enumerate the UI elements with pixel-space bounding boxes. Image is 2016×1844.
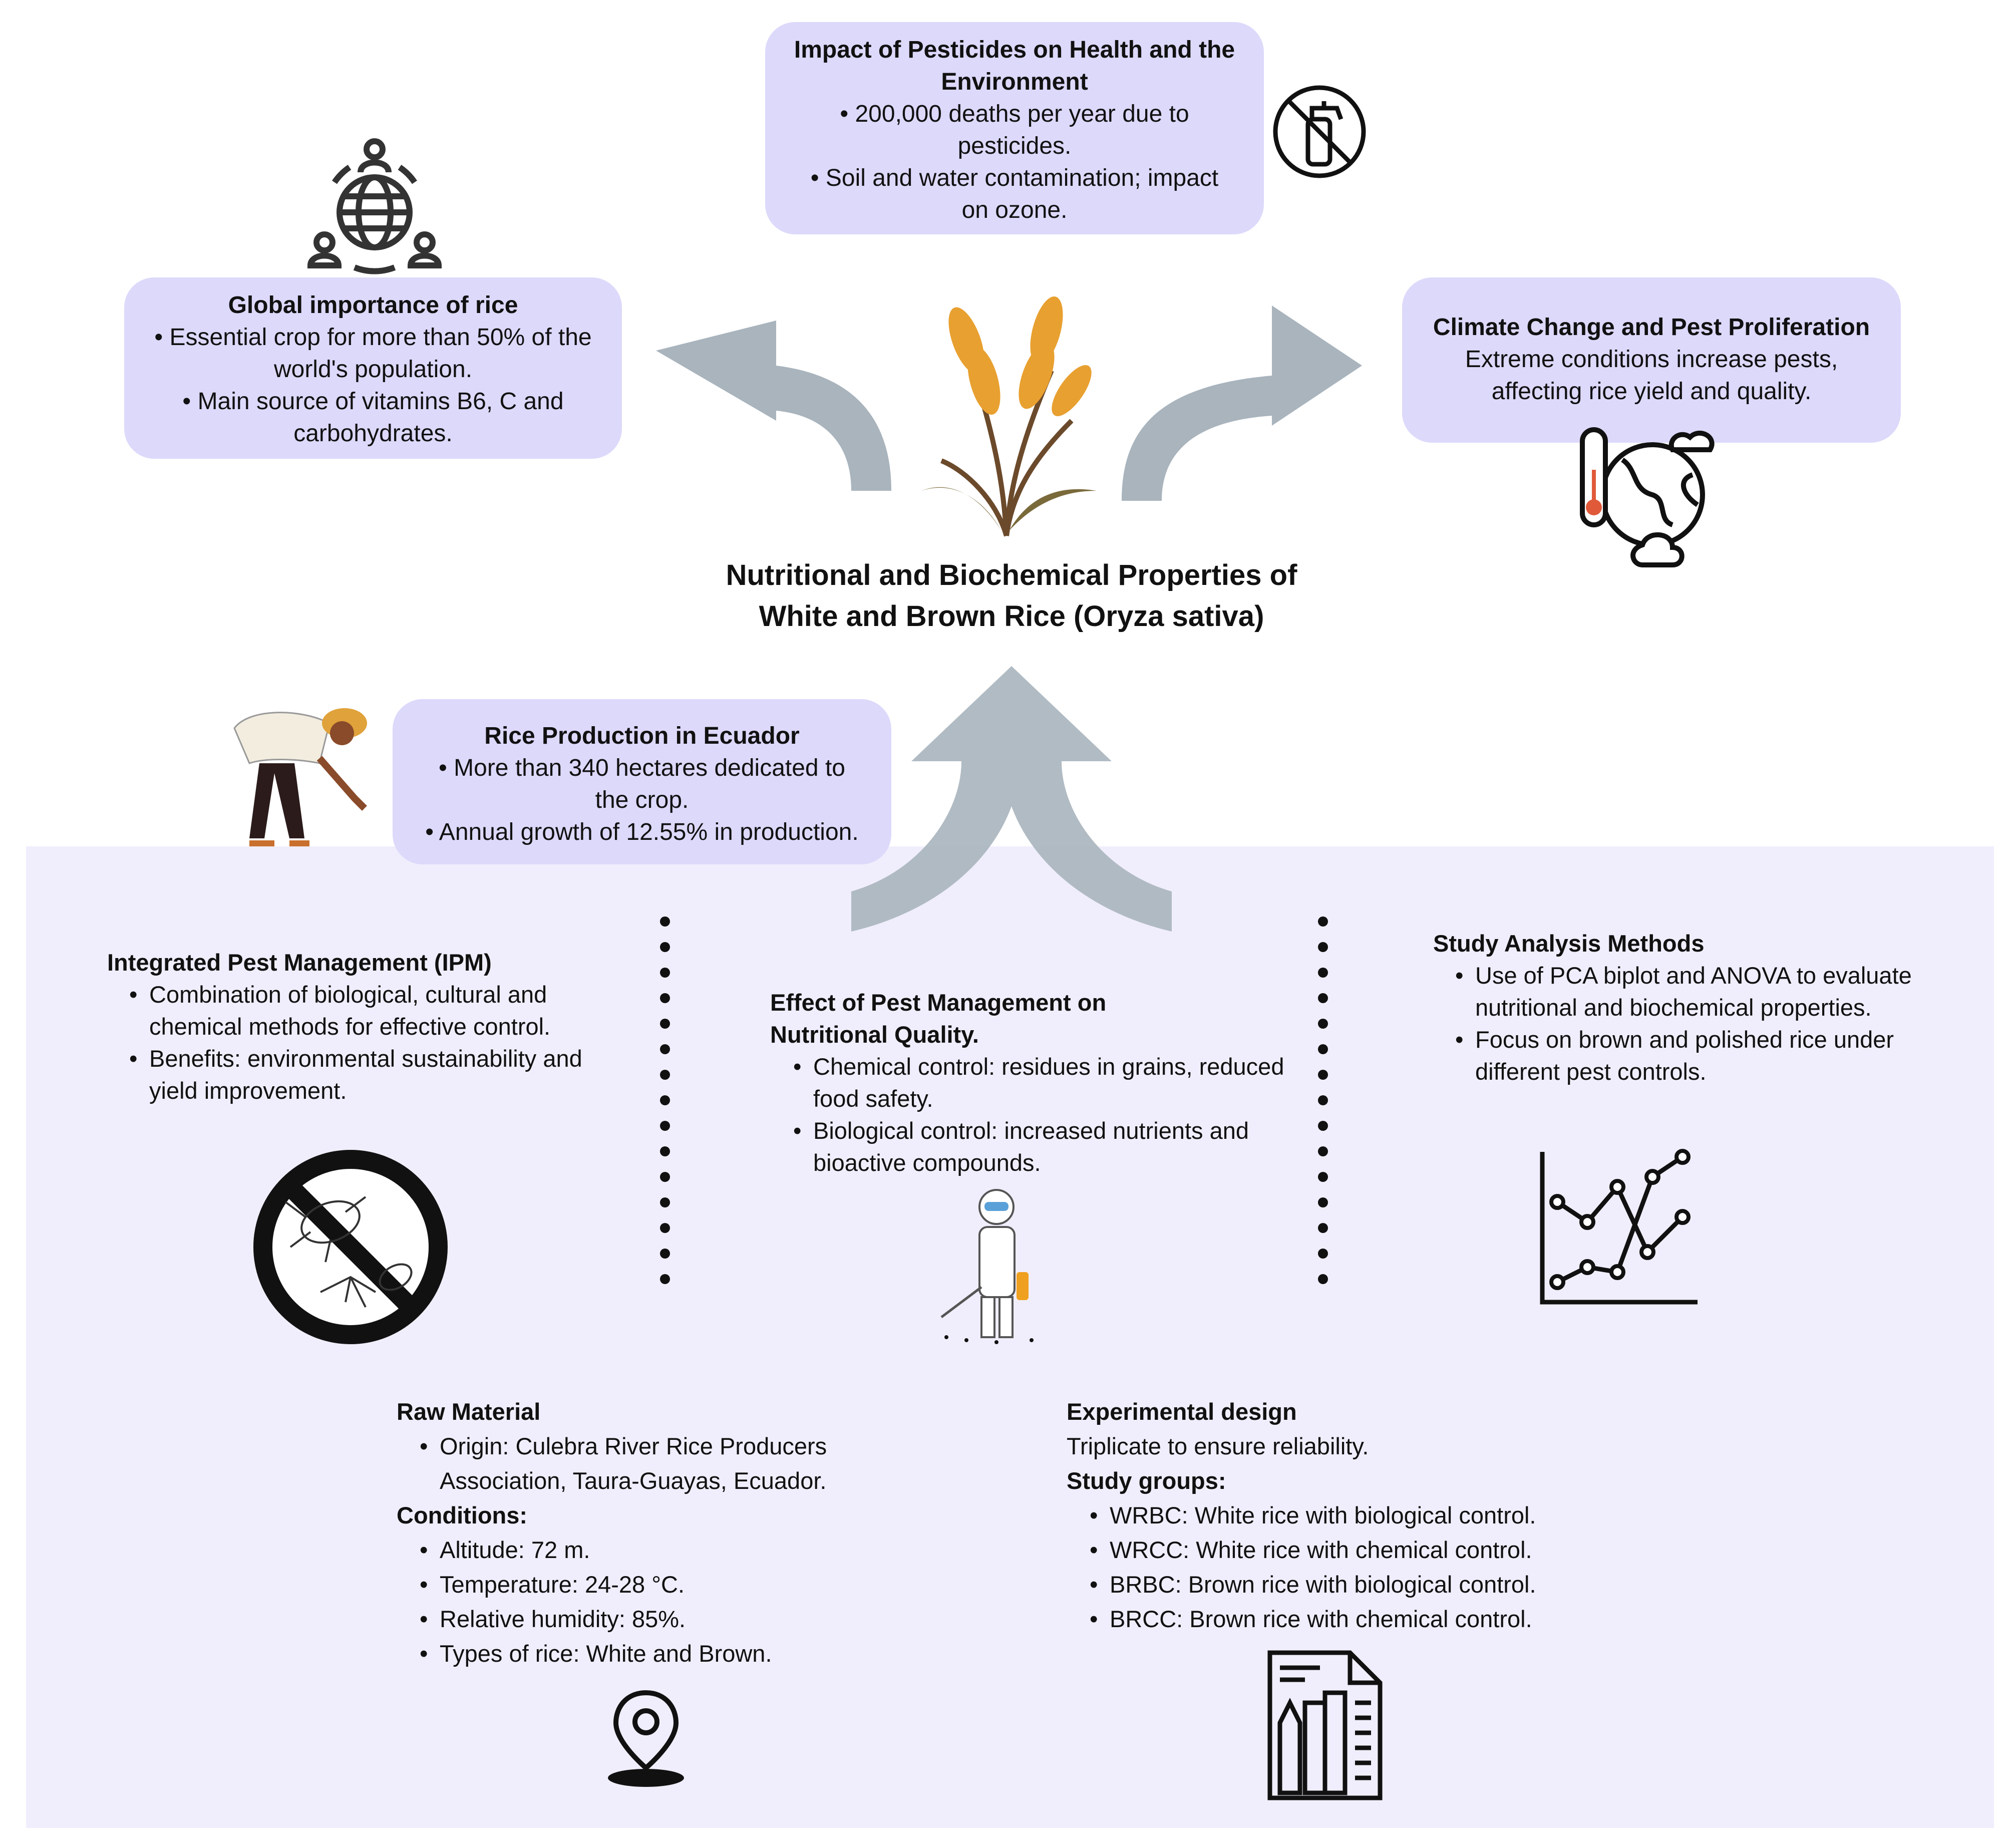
methods-section: Study Analysis Methods Use of PCA biplot… <box>1433 928 1914 1088</box>
groups-title: Study groups: <box>1067 1467 1226 1494</box>
ecuador-box: Rice Production in Ecuador • More than 3… <box>393 699 891 864</box>
global-title: Global importance of rice <box>228 292 518 319</box>
methods-list: Use of PCA biplot and ANOVA to evaluate … <box>1433 960 1914 1088</box>
experimental-design-section: Experimental design Triplicate to ensure… <box>1067 1394 1718 1636</box>
group-3: BRBC: Brown rice with biological control… <box>1090 1567 1718 1602</box>
ecuador-title: Rice Production in Ecuador <box>484 723 800 749</box>
global-importance-box: Global importance of rice • Essential cr… <box>124 277 622 459</box>
methods-bullet-2: Focus on brown and polished rice under d… <box>1455 1024 1914 1088</box>
pesticides-box: Impact of Pesticides on Health and the E… <box>765 22 1264 234</box>
design-text: Triplicate to ensure reliability. <box>1067 1433 1369 1459</box>
condition-1: Altitude: 72 m. <box>420 1532 947 1567</box>
ipm-bullet-1: Combination of biological, cultural and … <box>129 979 608 1043</box>
main-title-line-2: White and Brown Rice (Oryza sativa) <box>759 600 1264 633</box>
farmer-illustration <box>233 708 367 846</box>
raw-list: Origin: Culebra River Rice Producers Ass… <box>397 1429 947 1498</box>
methods-bullet-1: Use of PCA biplot and ANOVA to evaluate … <box>1455 960 1914 1024</box>
climate-globe-icon <box>1580 427 1715 567</box>
global-bullet-2: • Main source of vitamins B6, C and carb… <box>182 388 564 447</box>
effect-bullet-2: Biological control: increased nutrients … <box>793 1115 1291 1179</box>
arrow-right-curved <box>1122 305 1362 501</box>
effect-list: Chemical control: residues in grains, re… <box>770 1051 1291 1179</box>
document-report-icon <box>1267 1650 1383 1800</box>
separator-dots-left <box>660 916 671 1300</box>
effect-title: Effect of Pest Management on Nutritional… <box>770 989 1107 1048</box>
ecuador-bullet-1: • More than 340 hectares dedicated to th… <box>439 755 845 813</box>
location-pin-icon <box>608 1690 684 1787</box>
pesticides-title: Impact of Pesticides on Health and the E… <box>794 37 1235 95</box>
ipm-title: Integrated Pest Management (IPM) <box>107 949 492 976</box>
climate-text: Extreme conditions increase pests, affec… <box>1465 346 1838 405</box>
group-1: WRBC: White rice with biological control… <box>1090 1498 1718 1532</box>
rice-plant-icon <box>921 296 1097 537</box>
effect-section: Effect of Pest Management on Nutritional… <box>770 987 1291 1179</box>
sprayer-worker-illustration <box>940 1189 1034 1344</box>
raw-material-section: Raw Material Origin: Culebra River Rice … <box>397 1394 947 1671</box>
condition-3: Relative humidity: 85%. <box>420 1602 947 1636</box>
ipm-bullet-2: Benefits: environmental sustainability a… <box>129 1043 608 1107</box>
line-chart-icon <box>1540 1149 1698 1305</box>
methods-title: Study Analysis Methods <box>1433 930 1705 957</box>
condition-2: Temperature: 24-28 °C. <box>420 1567 947 1602</box>
climate-box: Climate Change and Pest Proliferation Ex… <box>1402 277 1901 443</box>
condition-4: Types of rice: White and Brown. <box>420 1636 947 1671</box>
ipm-list: Combination of biological, cultural and … <box>107 979 608 1107</box>
group-4: BRCC: Brown rice with chemical control. <box>1090 1602 1718 1636</box>
separator-dots-right <box>1318 916 1329 1300</box>
arrow-left-curved <box>656 321 891 491</box>
ipm-section: Integrated Pest Management (IPM) Combina… <box>107 947 608 1107</box>
no-insects-icon <box>253 1150 448 1344</box>
groups-list: WRBC: White rice with biological control… <box>1067 1498 1718 1636</box>
arrow-up-merge <box>851 666 1172 932</box>
climate-title: Climate Change and Pest Proliferation <box>1433 314 1870 341</box>
main-title-line-1: Nutritional and Biochemical Properties o… <box>726 559 1297 591</box>
no-spray-icon <box>1273 85 1366 178</box>
raw-title: Raw Material <box>397 1398 541 1425</box>
ecuador-bullet-2: • Annual growth of 12.55% in production. <box>425 819 859 845</box>
group-2: WRCC: White rice with chemical control. <box>1090 1532 1718 1567</box>
design-title: Experimental design <box>1067 1398 1297 1425</box>
effect-bullet-1: Chemical control: residues in grains, re… <box>793 1051 1291 1115</box>
pesticides-bullet-2: • Soil and water contamination; impact o… <box>810 165 1219 223</box>
conditions-list: Altitude: 72 m. Temperature: 24-28 °C. R… <box>397 1532 947 1671</box>
global-bullet-1: • Essential crop for more than 50% of th… <box>154 324 592 383</box>
global-people-icon <box>307 138 442 274</box>
conditions-title: Conditions: <box>397 1502 528 1528</box>
raw-bullet-1: Origin: Culebra River Rice Producers Ass… <box>420 1429 947 1498</box>
main-title: Nutritional and Biochemical Properties o… <box>621 555 1402 637</box>
pesticides-bullet-1: • 200,000 deaths per year due to pestici… <box>840 101 1189 159</box>
